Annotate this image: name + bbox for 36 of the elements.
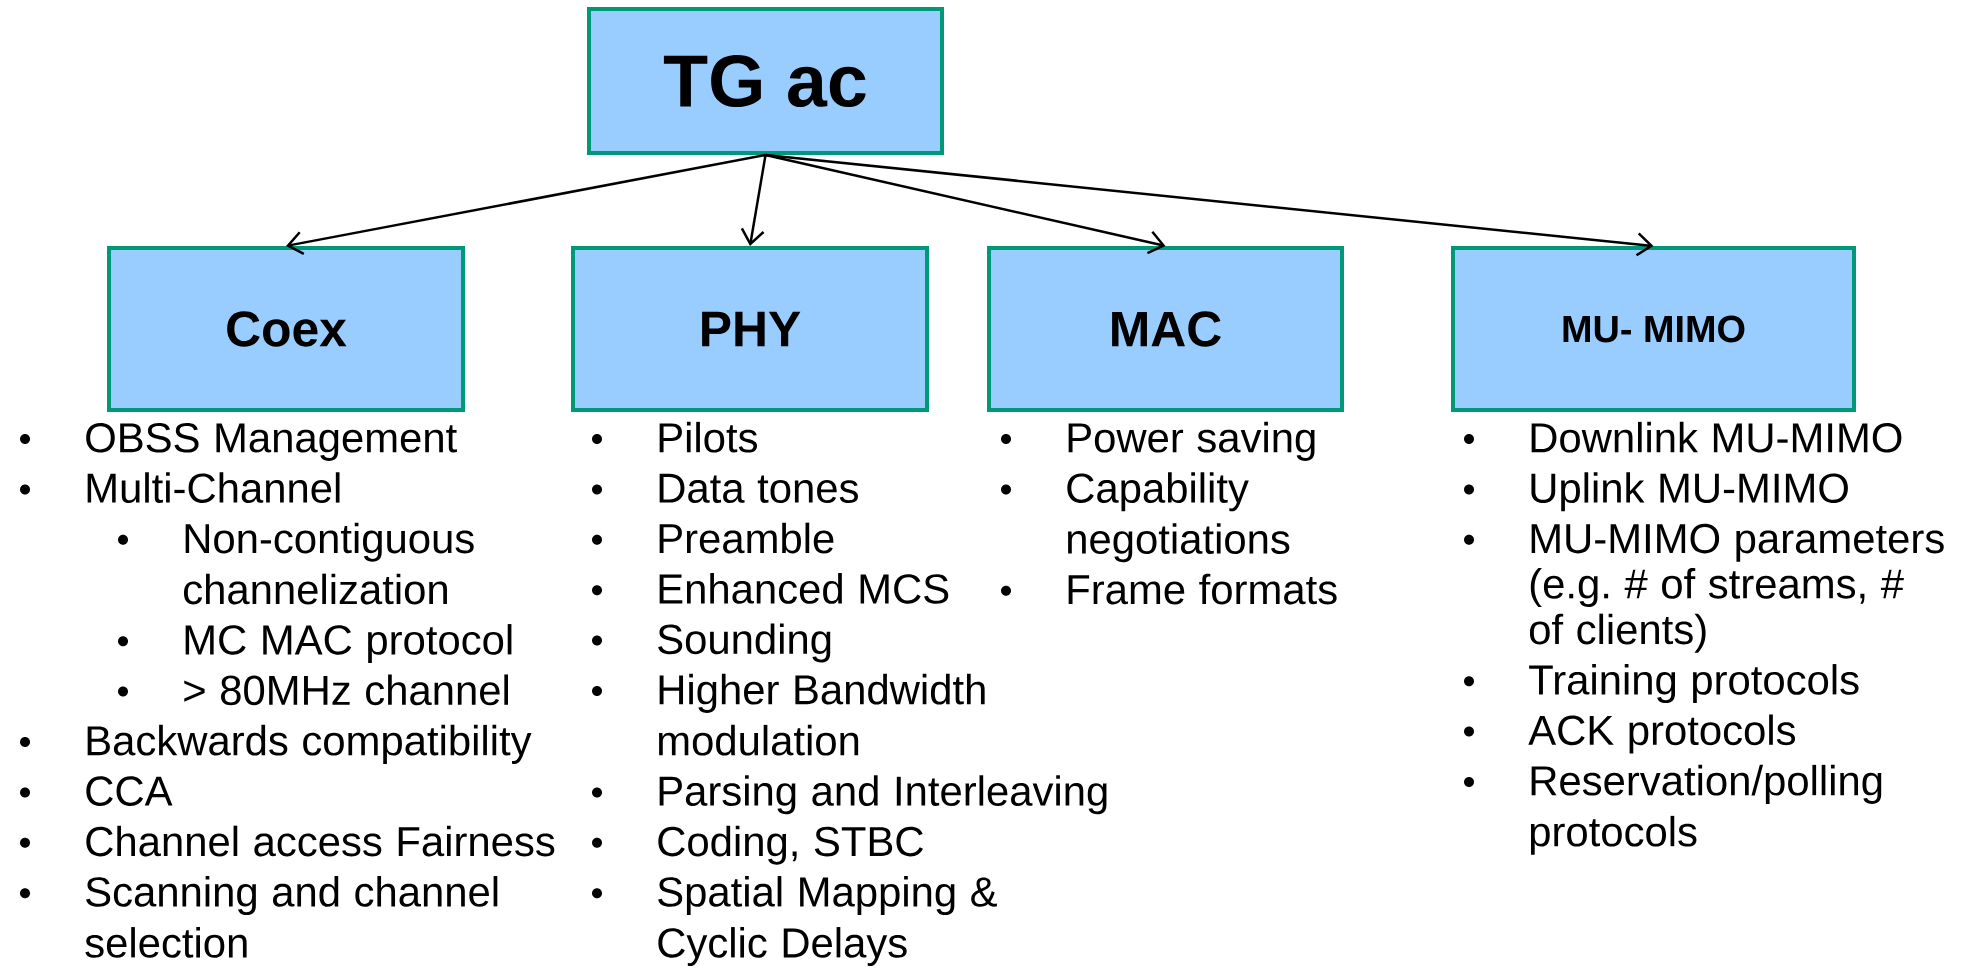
bullet-text: Data tones (659, 473, 858, 503)
bullet-text: Parsing and Interleaving (659, 775, 1107, 815)
bullet-text: Preamble (659, 522, 834, 554)
bullet-text: Pilots (659, 421, 757, 453)
category-box: TG ac (587, 7, 944, 155)
bullet-text: Backwards compatibility (87, 724, 532, 764)
bullet-text: Frame formats (1068, 573, 1337, 605)
arrow (765, 153, 1654, 257)
category-box: Coex (107, 246, 465, 412)
bullet-text: OBSS Management (86, 423, 457, 461)
bullet-text: MC MAC protocol (185, 624, 512, 664)
bullet-text: MU-MIMO parameters (e.g. # of streams, # of clients) (1529, 523, 1944, 653)
arrow (740, 154, 767, 246)
bullet-text: ACK protocols (1528, 714, 1796, 754)
arrow (286, 153, 766, 255)
bullet-text: Enhanced MCS (659, 573, 949, 604)
bullet-text: Downlink MU-MIMO (1531, 421, 1902, 453)
bullet-text: Scanning and channel selection (85, 876, 498, 958)
category-box: MU- MIMO (1451, 246, 1856, 412)
bullet-text: CCA (86, 776, 173, 806)
category-box: PHY (571, 246, 929, 412)
bullet-text: Training protocols (1529, 664, 1859, 704)
bullet-text: Multi-Channel (87, 472, 340, 503)
bullet-text: Power saving (1068, 421, 1315, 461)
bullet-text: Capability negotiations (1067, 472, 1290, 563)
arrow (765, 153, 1166, 255)
bullet-text: > 80MHz channel (184, 674, 508, 706)
bullet-text: Reservation/polling protocols (1530, 764, 1882, 855)
bullet-text: Uplink MU-MIMO (1531, 472, 1848, 512)
bullet-text: Sounding (658, 623, 831, 663)
category-box: MAC (987, 246, 1344, 412)
bullet-text: Non-contiguous channelization (184, 522, 474, 605)
bullet-text: Channel access Fairness (86, 825, 555, 857)
bullet-text: Coding, STBC (658, 825, 923, 865)
bullet-text: Spatial Mapping & Cyclic Delays (658, 876, 997, 967)
bullet-text: Higher Bandwidth modulation (659, 673, 985, 756)
